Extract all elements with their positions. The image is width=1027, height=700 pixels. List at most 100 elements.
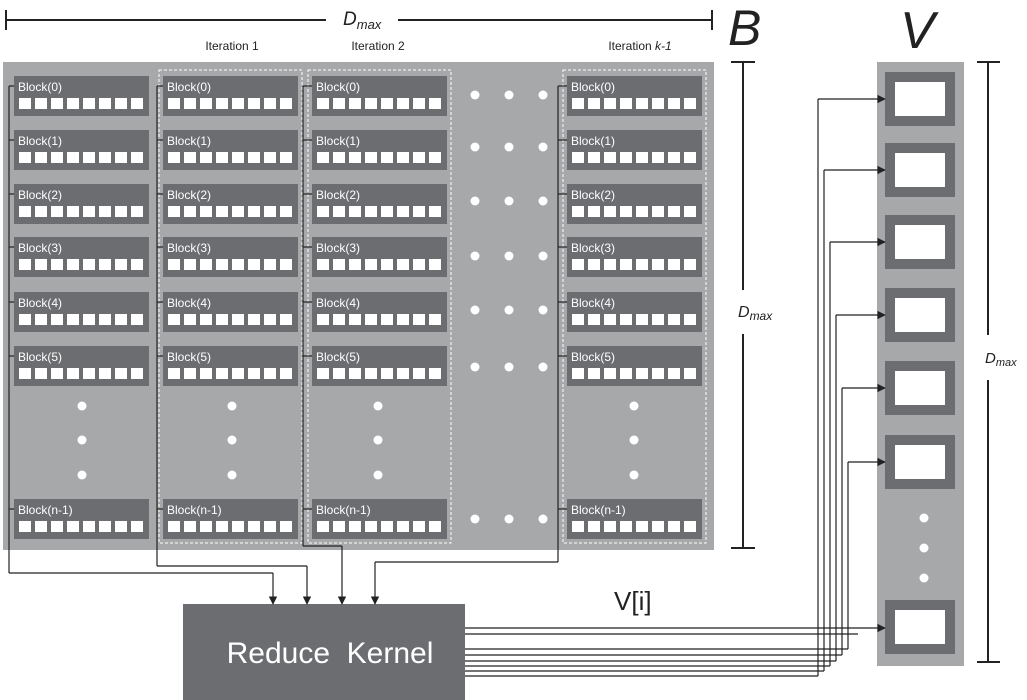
block-cell [264,521,276,532]
block-cell [248,259,260,270]
block-cell [35,206,47,217]
block-body [163,76,298,116]
block: Block(n-1) [14,499,149,539]
block-cell [35,259,47,270]
block-label: Block(1) [316,134,360,148]
block-cell [349,98,361,109]
block-cell [67,314,79,325]
block-cell [668,368,680,379]
block-cell [317,521,329,532]
top-dimension-symbol: D [343,9,357,30]
ellipsis-dot [227,470,237,480]
block: Block(3) [163,237,298,277]
block-cell [51,98,63,109]
svg-text:Dmax: Dmax [343,9,382,32]
block-cell [248,314,260,325]
block: Block(4) [567,292,702,332]
block-cell [200,259,212,270]
block-cell [684,368,696,379]
matrix-height-dimension: Dmax [731,61,774,549]
block-cell [429,98,441,109]
block-cell [83,206,95,217]
vector-slot-inner [895,445,945,479]
block-cell [381,314,393,325]
block-cell [131,152,143,163]
block-body [163,130,298,170]
block-cell [572,206,584,217]
block-body [14,346,149,386]
block-cell [264,368,276,379]
block-cell [636,521,648,532]
block-cell [232,368,244,379]
block-cell [365,368,377,379]
block-cell [333,206,345,217]
block-label: Block(5) [316,350,360,364]
block-label: Block(3) [167,241,211,255]
block-cell [572,152,584,163]
matrix-dimension-subscript: max [750,309,774,323]
ellipsis-dot [77,470,87,480]
block-body [14,237,149,277]
block-cell [51,206,63,217]
block-cell [200,368,212,379]
block-cell [19,314,31,325]
block-body [312,346,447,386]
block-label: Block(5) [571,350,615,364]
block-cell [200,314,212,325]
block-cell [280,206,292,217]
ellipsis-dot [919,573,929,583]
block-label: Block(2) [167,188,211,202]
block-cell [115,368,127,379]
ellipsis-dot [504,90,514,100]
block-cell [168,206,180,217]
block-cell [572,314,584,325]
block-cell [413,152,425,163]
block-cell [184,521,196,532]
block-cell [429,314,441,325]
block-body [312,499,447,539]
ellipsis-dot [227,401,237,411]
block-cell [19,98,31,109]
block-label: Block(4) [18,296,62,310]
block-cell [83,259,95,270]
block-cell [67,259,79,270]
ellipsis-dot [77,401,87,411]
block-cell [115,152,127,163]
ellipsis-dot [538,251,548,261]
block: Block(n-1) [163,499,298,539]
block-cell [168,152,180,163]
ellipsis-dot [629,435,639,445]
block-cell [684,98,696,109]
block-cell [381,152,393,163]
block-body [312,292,447,332]
block-cell [248,368,260,379]
block-cell [232,152,244,163]
ellipsis-dot [538,362,548,372]
block-cell [51,259,63,270]
vector-slot-inner [895,153,945,187]
block-cell [381,259,393,270]
ellipsis-dot [538,305,548,315]
block-label: Block(4) [316,296,360,310]
block-label: Block(4) [571,296,615,310]
block-cell [35,98,47,109]
block-cell [668,521,680,532]
ellipsis-dot [538,142,548,152]
column-header-1: Iteration 1 [205,39,259,53]
block-cell [264,152,276,163]
block-cell [604,152,616,163]
block-cell [652,521,664,532]
block-cell [588,152,600,163]
block-cell [413,98,425,109]
block-cell [83,98,95,109]
block-cell [19,259,31,270]
block: Block(1) [567,130,702,170]
block-cell [572,98,584,109]
block-cell [652,368,664,379]
block: Block(1) [163,130,298,170]
block-cell [620,152,632,163]
ellipsis-dot [538,196,548,206]
block: Block(2) [163,184,298,224]
block-cell [131,314,143,325]
block-label: Block(1) [18,134,62,148]
